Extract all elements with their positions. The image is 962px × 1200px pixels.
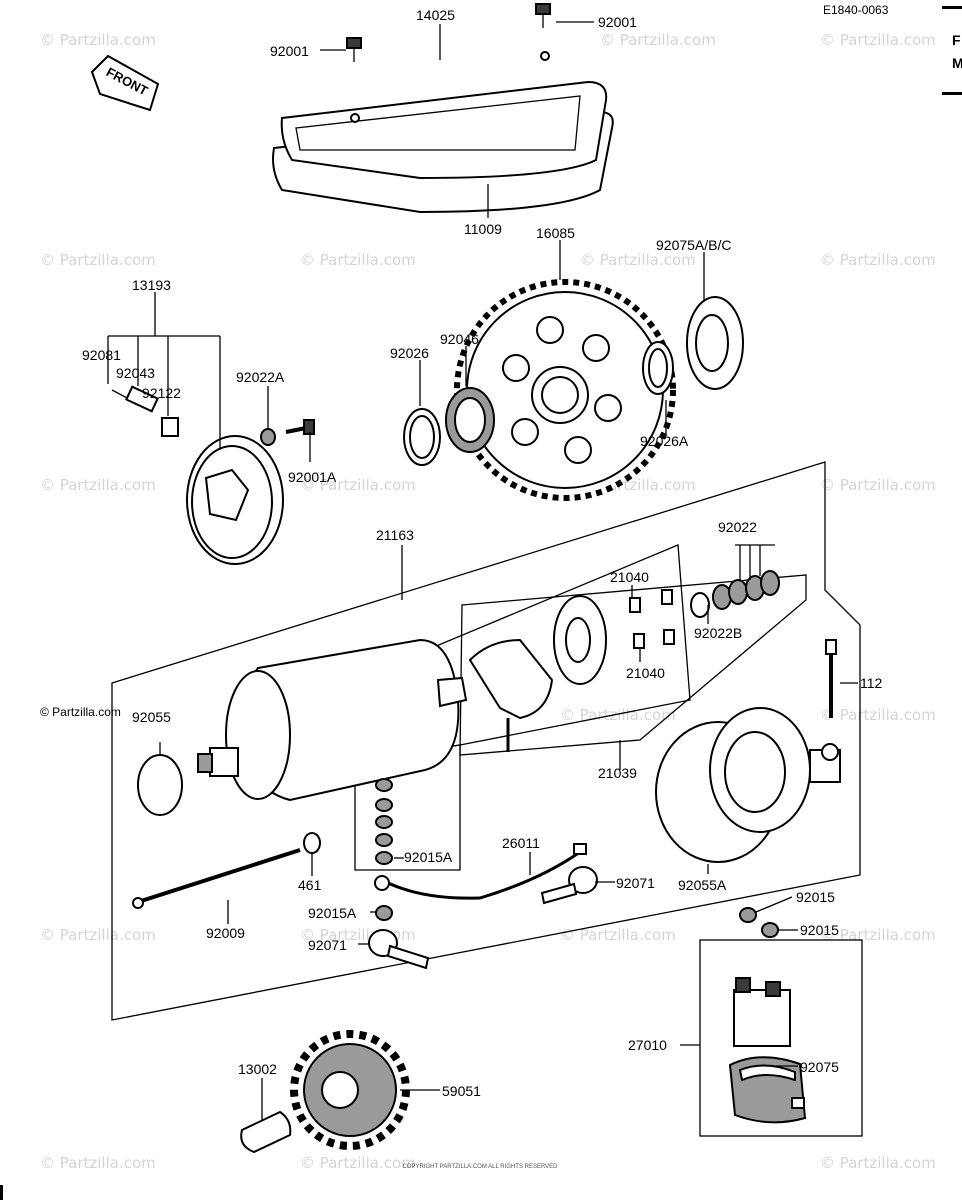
label-26011: 26011 [502, 835, 540, 851]
sprocket-16085 [454, 279, 676, 501]
cable-26011 [374, 843, 587, 900]
leader-lines [107, 21, 858, 1120]
label-92022: 92022 [718, 519, 757, 535]
cover-14025 [272, 51, 614, 214]
nut-stack-92015a [375, 778, 393, 865]
front-arrow: FRONT [90, 54, 160, 112]
label-13002: 13002 [238, 1061, 277, 1077]
nut-92015a [375, 905, 393, 921]
label-21040: 21040 [610, 569, 649, 585]
gear-59051 [290, 1030, 410, 1150]
washer-92026 [403, 408, 441, 466]
long-bolt-92009 [132, 848, 301, 909]
label-92122: 92122 [142, 385, 181, 401]
label-92071: 92071 [616, 875, 655, 891]
watermark: © Partzilla.com [820, 251, 936, 269]
label-92001a: 92001A [288, 469, 337, 485]
part-labels: 14025 92001 92001 11009 16085 92075A/B/C… [40, 7, 883, 1099]
watermark: © Partzilla.com [560, 706, 676, 724]
bolt-112 [825, 639, 837, 718]
corner-letter: F [952, 32, 961, 48]
starter-clutch-13193 [111, 385, 284, 565]
label-14025: 14025 [416, 7, 455, 23]
watermark: © Partzilla.com [300, 251, 416, 269]
watermark: © Partzilla.com [40, 926, 156, 944]
label-59051: 59051 [442, 1083, 481, 1099]
edge-mark [0, 1185, 3, 1200]
bolt-92001 [346, 37, 362, 62]
watermark: © Partzilla.com [40, 476, 156, 494]
corner-bar [942, 6, 962, 9]
label-16085: 16085 [536, 225, 575, 241]
corner-bar [942, 92, 962, 95]
watermark: © Partzilla.com [300, 476, 416, 494]
watermark: © Partzilla.com [560, 926, 676, 944]
label-11009: 11009 [464, 221, 502, 237]
fitting-92071 [368, 929, 430, 970]
label-92055a: 92055A [678, 877, 727, 893]
label-92046: 92046 [440, 331, 479, 347]
label-92026a: 92026A [640, 433, 689, 449]
reference-code: E1840-0063 [823, 3, 889, 17]
label-13193: 13193 [132, 277, 171, 293]
watermark: © Partzilla.com [820, 31, 936, 49]
watermark: © Partzilla.com [40, 251, 156, 269]
label-27010: 27010 [628, 1037, 667, 1053]
watermark: © Partzilla.com [40, 1154, 156, 1172]
label-92015: 92015 [800, 922, 839, 938]
label-92043: 92043 [116, 365, 155, 381]
label-92015a: 92015A [404, 849, 453, 865]
washer-461 [303, 832, 321, 854]
relay-cover-92075 [728, 1056, 807, 1124]
watermark-layer: © Partzilla.com © Partzilla.com © Partzi… [40, 31, 936, 1172]
starter-relay-27010 [733, 907, 791, 1047]
needle-bearing-92046 [445, 387, 495, 453]
watermark: © Partzilla.com [580, 251, 696, 269]
starter-motor-21163 [197, 638, 468, 802]
label-92055: 92055 [132, 709, 171, 725]
fitting-92071 [540, 866, 598, 905]
label-92075abc: 92075A/B/C [656, 237, 732, 253]
label-21039: 21039 [598, 765, 637, 781]
watermark: © Partzilla.com [40, 31, 156, 49]
washer-stack-92022 [690, 544, 780, 618]
label-21040: 21040 [626, 665, 665, 681]
watermark: © Partzilla.com [820, 476, 936, 494]
label-92022b: 92022B [694, 625, 742, 641]
shaft-13002 [240, 1110, 292, 1154]
label-92026: 92026 [390, 345, 429, 361]
label-92015: 92015 [796, 889, 835, 905]
label-112: 112 [860, 675, 883, 691]
label-92015a: 92015A [308, 905, 357, 921]
label-92001: 92001 [270, 43, 309, 59]
label-92075: 92075 [800, 1059, 839, 1075]
brush-21040 [629, 589, 675, 649]
watermark: © Partzilla.com [820, 706, 936, 724]
corner-letter: M [952, 55, 962, 71]
label-92022a: 92022A [236, 369, 285, 385]
brush-holder-21039 [468, 595, 607, 752]
watermark-logo: © Partzilla.com [40, 705, 121, 719]
relay-group-outline [699, 939, 863, 1137]
watermark: © Partzilla.com [820, 1154, 936, 1172]
label-21163: 21163 [376, 527, 414, 543]
oring-92055 [137, 754, 183, 816]
bearing-92075 [686, 296, 744, 390]
watermark: © Partzilla.com [600, 31, 716, 49]
washer-92026a [642, 341, 674, 395]
washer-92022a [260, 428, 276, 446]
label-461: 461 [298, 877, 322, 893]
label-92009: 92009 [206, 925, 245, 941]
label-92081: 92081 [82, 347, 121, 363]
bolt-92001 [535, 3, 551, 28]
end-cover-21039 [655, 707, 841, 863]
watermark: © Partzilla.com [300, 1154, 416, 1172]
label-92001: 92001 [598, 14, 637, 30]
label-92071: 92071 [308, 937, 347, 953]
group-outline-starter [111, 461, 861, 1021]
bolt-92001a [285, 419, 315, 435]
copyright-note: COPYRIGHT PARTZILLA.COM ALL RIGHTS RESER… [402, 1164, 558, 1170]
